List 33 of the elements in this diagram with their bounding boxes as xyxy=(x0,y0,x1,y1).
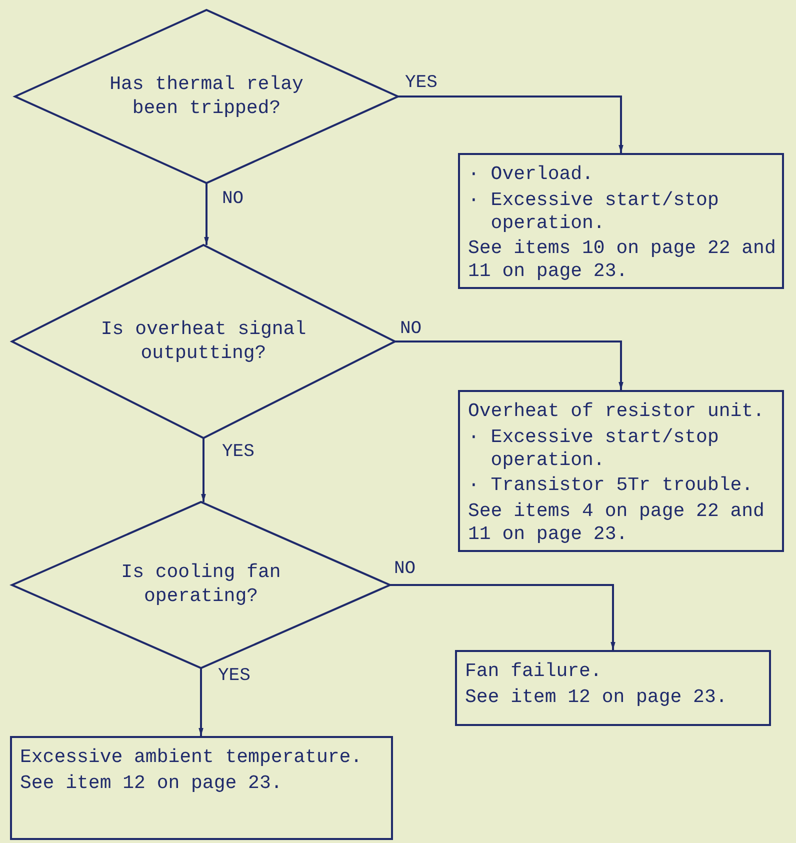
result-text: Overheat of resistor unit. xyxy=(468,400,766,423)
decision-diamond xyxy=(15,10,398,183)
edge-label: YES xyxy=(405,74,438,92)
question-text: Has thermal relay been tripped? xyxy=(108,72,304,120)
result-text: See items 10 on page 22 and 11 on page 23. xyxy=(468,237,776,283)
result-text: Excessive ambient temperature. xyxy=(20,746,364,769)
result-text: · Overload. xyxy=(468,163,594,186)
decision-diamond xyxy=(12,245,395,438)
question-text: Is cooling fan operating? xyxy=(120,561,282,609)
result-text: · Excessive start/stop operation. xyxy=(468,426,720,472)
result-box xyxy=(10,736,393,840)
result-text: · Excessive start/stop operation. xyxy=(468,188,720,234)
result-box xyxy=(455,650,771,726)
arrow xyxy=(204,183,209,245)
edge-label: NO xyxy=(222,190,244,208)
result-text: · Transistor 5Tr trouble. xyxy=(468,474,754,498)
arrow xyxy=(398,96,624,153)
arrow xyxy=(390,584,616,650)
result-text: See items 4 on page 22 and 11 on page 23. xyxy=(468,500,766,546)
result-text: Fan failure. xyxy=(465,660,603,683)
edge-label: YES xyxy=(222,443,254,461)
decision-diamond xyxy=(12,502,390,668)
result-box xyxy=(458,153,784,289)
result-text: See item 12 on page 23. xyxy=(20,772,284,795)
edge-label: YES xyxy=(218,667,250,685)
arrow xyxy=(201,438,206,502)
result-text: See item 12 on page 23. xyxy=(465,686,728,709)
edge-label: NO xyxy=(394,560,416,578)
question-text: Is overheat signal outputting? xyxy=(100,318,308,366)
result-box xyxy=(458,390,784,552)
edge-label: NO xyxy=(400,320,422,338)
arrow xyxy=(198,668,204,736)
arrow xyxy=(395,340,624,390)
